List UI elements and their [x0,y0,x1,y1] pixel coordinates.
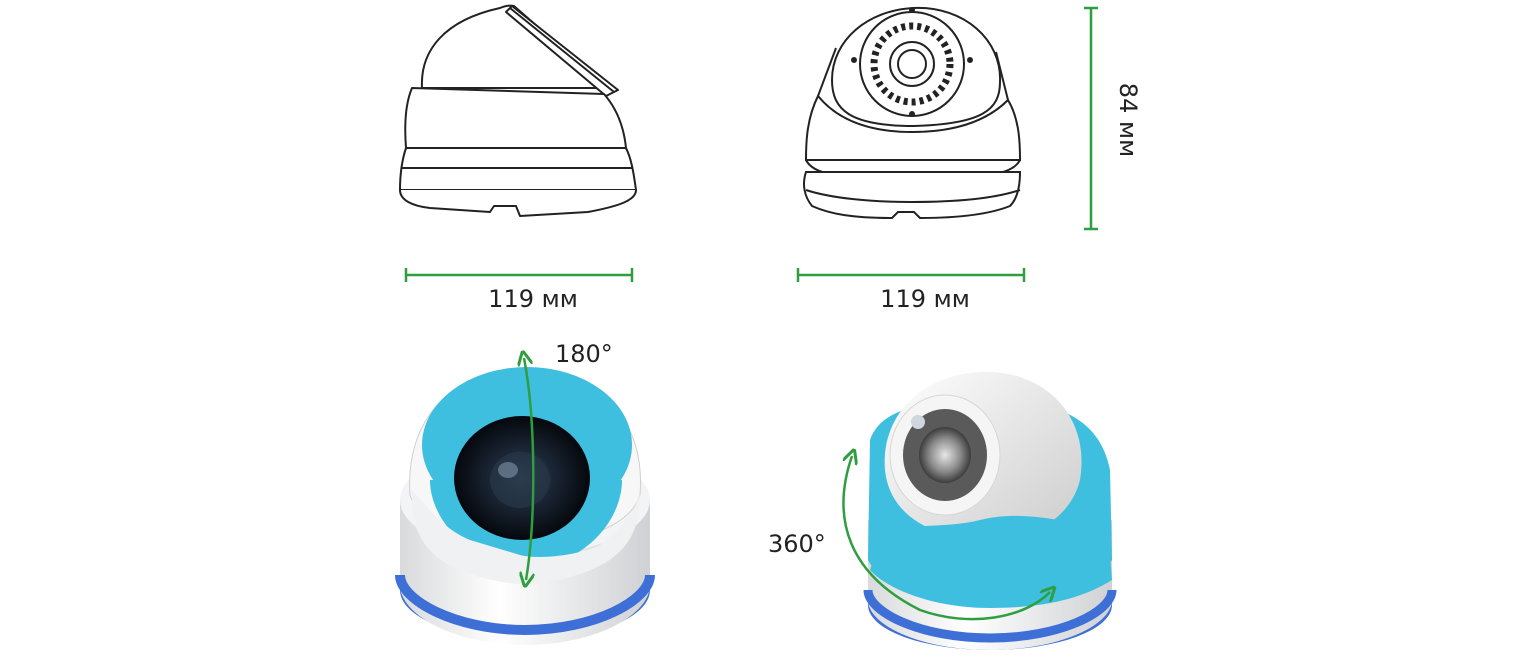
camera-photo-tilt [395,367,655,645]
front-width-label: 119 мм [880,285,970,313]
pan-arrow [842,456,1050,621]
front-view-drawing [803,6,1022,220]
tilt-arrow [524,358,533,580]
dimension-line-front-width [796,268,1026,282]
camera-photo-pan [863,371,1117,650]
dimension-line-height [1084,6,1098,231]
front-view-lens [889,41,935,87]
dimension-line-side-width [404,268,634,282]
pan-label: 360° [768,530,826,558]
tilt-label: 180° [555,340,613,368]
side-view-drawing [399,4,637,217]
front-view-body [804,94,1022,161]
height-label: 84 мм [1114,83,1142,157]
side-view-band [404,87,627,149]
front-view-base [803,171,1022,220]
side-width-label: 119 мм [488,285,578,313]
